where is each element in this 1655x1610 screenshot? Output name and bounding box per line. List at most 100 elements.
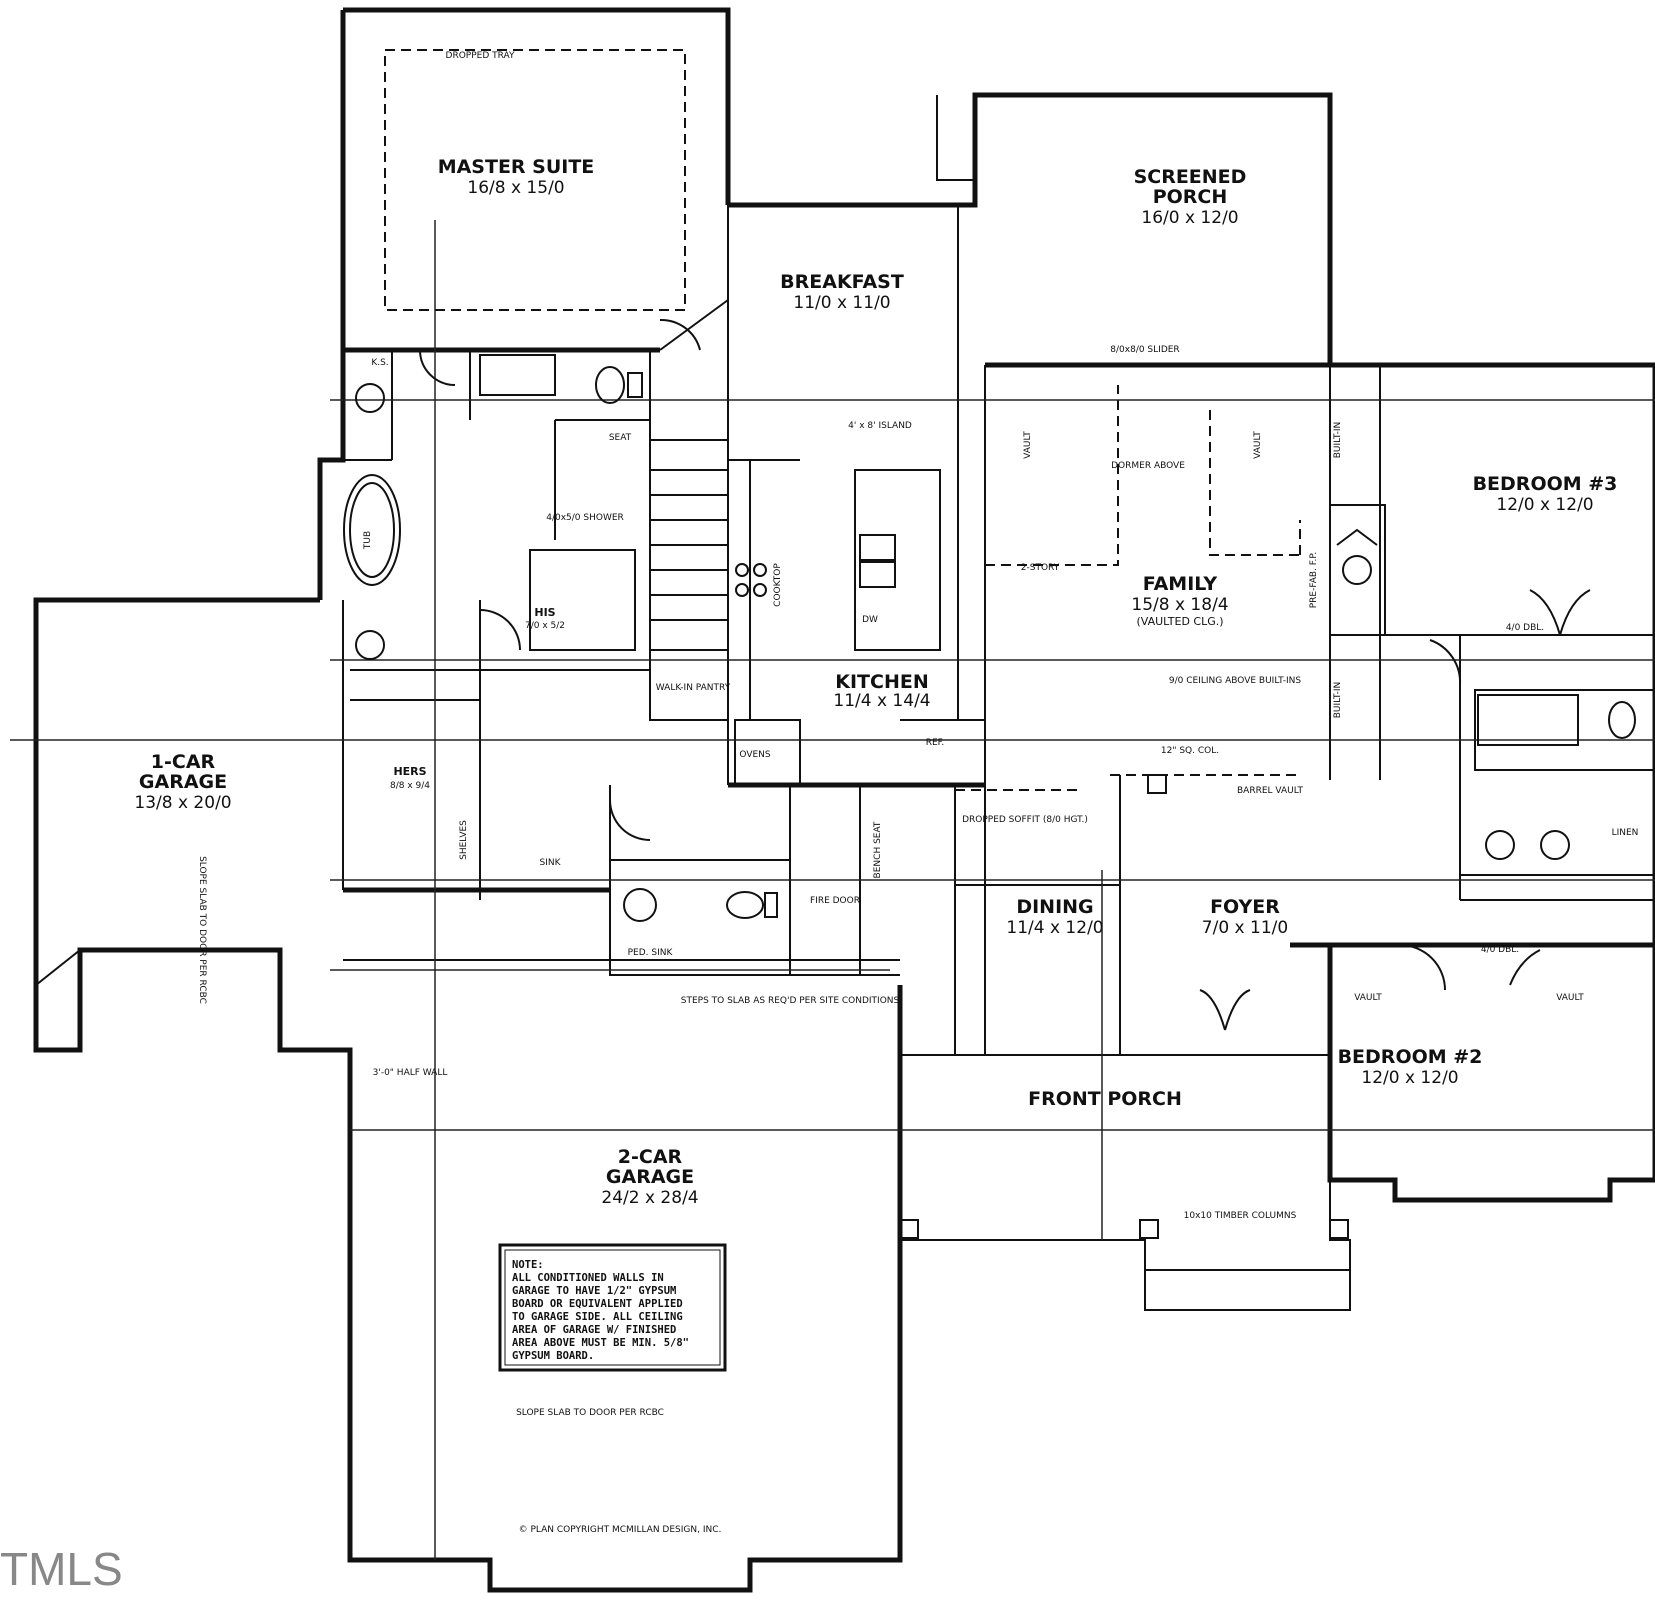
note-line: ALL CONDITIONED WALLS IN bbox=[512, 1272, 664, 1284]
master-sink-2 bbox=[355, 630, 385, 660]
label-dbl-bed3: 4/0 DBL. bbox=[1506, 623, 1544, 633]
label-col: 12" SQ. COL. bbox=[1161, 746, 1219, 756]
room-name-breakfast: BREAKFAST bbox=[780, 271, 904, 293]
label-dropped-soffit: DROPPED SOFFIT (8/0 HGT.) bbox=[962, 815, 1088, 825]
label-barrel-vault: BARREL VAULT bbox=[1237, 786, 1303, 796]
room-name-garage2: 2-CAR bbox=[618, 1146, 683, 1168]
room-size-his: 7/0 x 5/2 bbox=[525, 621, 565, 631]
powder-toilet bbox=[726, 891, 764, 919]
label-timber: 10x10 TIMBER COLUMNS bbox=[1184, 1211, 1297, 1221]
room-size-dining: 11/4 x 12/0 bbox=[1006, 918, 1103, 938]
note-line: AREA ABOVE MUST BE MIN. 5/8" bbox=[512, 1337, 689, 1349]
label-slope-garage2: SLOPE SLAB TO DOOR PER RCBC bbox=[516, 1408, 664, 1418]
label-linen: LINEN bbox=[1612, 828, 1639, 838]
room-size-breakfast: 11/0 x 11/0 bbox=[793, 293, 890, 313]
label-fire-door: FIRE DOOR bbox=[810, 896, 860, 906]
label-two-story: 2-STORY bbox=[1021, 563, 1060, 573]
room-name-bedroom3: BEDROOM #3 bbox=[1473, 473, 1618, 495]
kitchen-sink-2 bbox=[859, 561, 896, 588]
hall-tub bbox=[1477, 694, 1579, 746]
room-name-hers: HERS bbox=[393, 765, 426, 778]
label-sink: SINK bbox=[539, 858, 561, 868]
interior-walls bbox=[342, 205, 1655, 1055]
kitchen-island bbox=[854, 469, 941, 651]
note-line: GYPSUM BOARD. bbox=[512, 1350, 594, 1362]
label-built-in-2: BUILT-IN bbox=[1333, 682, 1343, 719]
label-vault-bed2-right: VAULT bbox=[1556, 993, 1584, 1003]
label-shelves: SHELVES bbox=[459, 820, 469, 860]
label-seat: SEAT bbox=[609, 433, 632, 443]
cooktop-burner bbox=[735, 563, 749, 577]
label-fp: PRE-FAB. F.P. bbox=[1309, 552, 1319, 609]
room-name-dining: DINING bbox=[1016, 896, 1093, 918]
note-line: BOARD OR EQUIVALENT APPLIED bbox=[512, 1298, 683, 1310]
stair-treads bbox=[650, 469, 728, 621]
room-size-bedroom2: 12/0 x 12/0 bbox=[1361, 1068, 1458, 1088]
label-built-in-1: BUILT-IN bbox=[1333, 422, 1343, 459]
label-ks: K.S. bbox=[371, 358, 388, 368]
room-name-master-suite: MASTER SUITE bbox=[438, 156, 595, 178]
room-name-foyer: FOYER bbox=[1210, 896, 1280, 918]
label-walk-in-pantry: WALK-IN PANTRY bbox=[656, 683, 731, 693]
label-ceiling-above: 9/0 CEILING ABOVE BUILT-INS bbox=[1169, 676, 1302, 686]
room-size-screened-porch: 16/0 x 12/0 bbox=[1141, 208, 1238, 228]
room-size-garage1: 13/8 x 20/0 bbox=[134, 793, 231, 813]
label-dw: DW bbox=[862, 615, 878, 625]
label-steps: STEPS TO SLAB AS REQ'D PER SITE CONDITIO… bbox=[681, 996, 900, 1006]
dashed-lines bbox=[384, 49, 1301, 791]
room-name-garage2-2: GARAGE bbox=[606, 1166, 694, 1188]
room-name-garage1: 1-CAR bbox=[151, 751, 216, 773]
note-line: GARAGE TO HAVE 1/2" GYPSUM bbox=[512, 1285, 676, 1297]
column bbox=[1147, 774, 1167, 794]
note-line: NOTE: bbox=[512, 1259, 544, 1271]
master-tub bbox=[343, 474, 401, 586]
watermark-logo: TMLS bbox=[0, 1543, 123, 1595]
room-size-hers: 8/8 x 9/4 bbox=[390, 781, 430, 791]
room-size-foyer: 7/0 x 11/0 bbox=[1202, 918, 1288, 938]
label-bench-seat: BENCH SEAT bbox=[873, 821, 883, 878]
room-name-bedroom2: BEDROOM #2 bbox=[1338, 1046, 1483, 1068]
label-cooktop: COOKTOP bbox=[773, 563, 783, 607]
master-sink-1 bbox=[355, 383, 385, 413]
label-vault-family-2: VAULT bbox=[1253, 431, 1263, 459]
label-tub: TUB bbox=[363, 531, 373, 550]
room-size-bedroom3: 12/0 x 12/0 bbox=[1496, 495, 1593, 515]
room-name-screened-porch: SCREENED bbox=[1134, 166, 1247, 188]
room-size-garage2: 24/2 x 28/4 bbox=[601, 1188, 698, 1208]
exterior-walls bbox=[33, 7, 1655, 1593]
label-dbl-bed2: 4/0 DBL. bbox=[1481, 945, 1519, 955]
note-line: AREA OF GARAGE W/ FINISHED bbox=[512, 1324, 676, 1336]
label-island: 4' x 8' ISLAND bbox=[848, 421, 912, 431]
room-name-front-porch: FRONT PORCH bbox=[1028, 1088, 1182, 1110]
annotations: DROPPED TRAY 8/0x8/0 SLIDER 4' x 8' ISLA… bbox=[197, 51, 1638, 1535]
room-size-kitchen: 11/4 x 14/4 bbox=[833, 691, 930, 711]
room-name-kitchen: KITCHEN bbox=[835, 671, 928, 693]
room-name-his: HIS bbox=[534, 606, 555, 619]
room-size-master-suite: 16/8 x 15/0 bbox=[467, 178, 564, 198]
room-sub-family: (VAULTED CLG.) bbox=[1136, 615, 1223, 628]
hall-sink-1 bbox=[1485, 830, 1515, 860]
room-labels: MASTER SUITE 16/8 x 15/0 SCREENED PORCH … bbox=[134, 156, 1617, 1208]
label-vault-bed2-left: VAULT bbox=[1354, 993, 1382, 1003]
dropped-tray-outline bbox=[384, 49, 686, 311]
label-slope-garage1: SLOPE SLAB TO DOOR PER RCBC bbox=[197, 856, 207, 1004]
label-ovens: OVENS bbox=[739, 750, 771, 760]
fireplace bbox=[1342, 555, 1372, 585]
room-name-screened-porch-2: PORCH bbox=[1153, 186, 1228, 208]
kitchen-sink-1 bbox=[859, 534, 896, 561]
label-shower: 4/0x5/0 SHOWER bbox=[546, 513, 624, 523]
garage-note: NOTE: ALL CONDITIONED WALLS IN GARAGE TO… bbox=[498, 1243, 727, 1372]
room-name-family: FAMILY bbox=[1143, 573, 1218, 595]
label-dormer: DORMER ABOVE bbox=[1111, 461, 1185, 471]
powder-sink bbox=[623, 888, 657, 922]
label-ped-sink: PED. SINK bbox=[628, 948, 674, 958]
room-name-garage1-2: GARAGE bbox=[139, 771, 227, 793]
label-ref: REF. bbox=[926, 738, 945, 748]
master-toilet bbox=[595, 366, 625, 404]
fixtures bbox=[35, 318, 1636, 1239]
label-slider: 8/0x8/0 SLIDER bbox=[1110, 345, 1179, 355]
note-line: TO GARAGE SIDE. ALL CEILING bbox=[512, 1311, 683, 1323]
hall-sink-2 bbox=[1540, 830, 1570, 860]
room-size-family: 15/8 x 18/4 bbox=[1131, 595, 1228, 615]
